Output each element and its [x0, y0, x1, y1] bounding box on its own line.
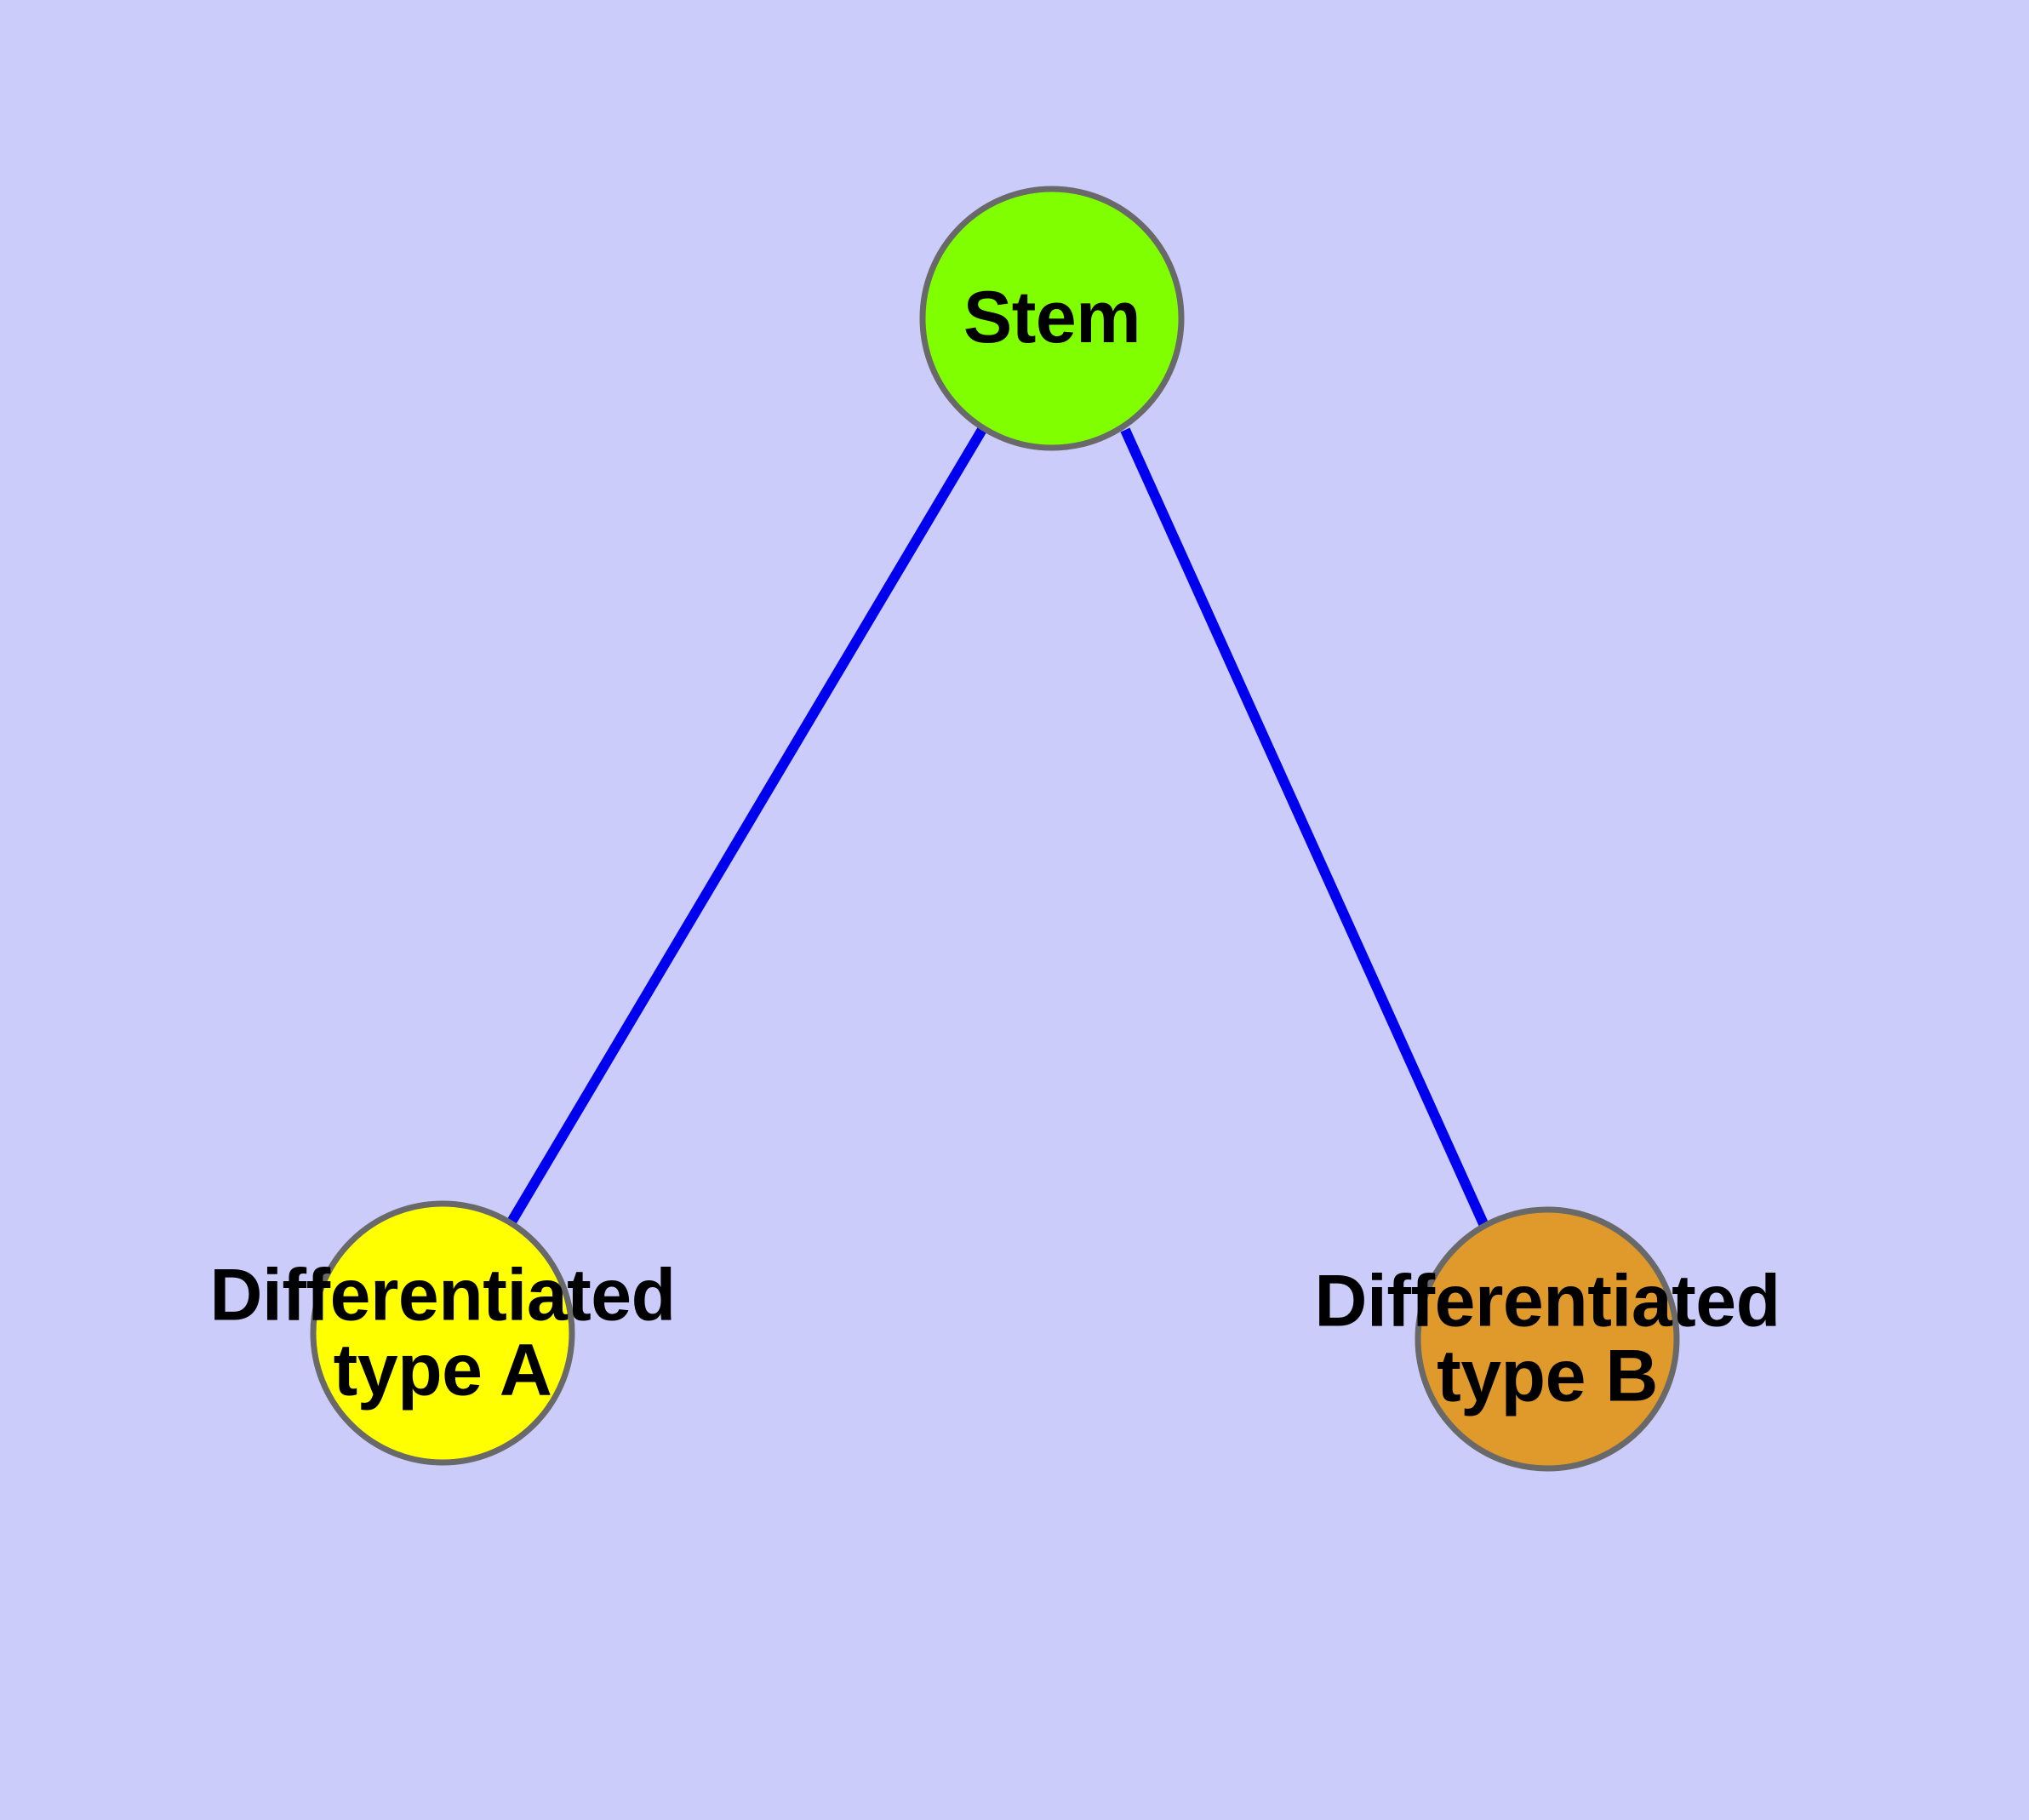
edge-stem-to-differentiated-type-b	[1120, 427, 1490, 1230]
node-circle-stem[interactable]	[919, 186, 1185, 451]
edge-stem-to-differentiated-type-a	[506, 425, 988, 1227]
node-circle-differentiated-type-b[interactable]	[1415, 1206, 1680, 1472]
node-layer	[310, 186, 1680, 1472]
node-circle-differentiated-type-a[interactable]	[310, 1200, 575, 1466]
edge-layer	[506, 425, 1490, 1230]
